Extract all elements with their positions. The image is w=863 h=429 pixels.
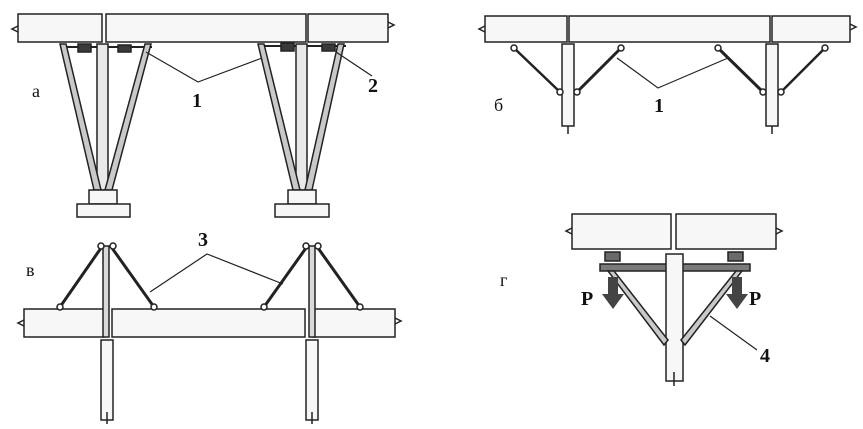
strut — [606, 270, 669, 347]
break-mark — [16, 319, 25, 327]
brace — [110, 247, 156, 308]
wedge-block — [280, 42, 295, 52]
break-mark — [387, 21, 396, 29]
break-mark — [849, 23, 858, 31]
callout-4: 4 — [760, 345, 770, 367]
leader-4 — [709, 315, 758, 351]
strut — [104, 43, 152, 191]
wedge-block — [117, 44, 132, 53]
post — [765, 43, 779, 127]
post — [665, 253, 684, 382]
beam-middle — [568, 15, 771, 43]
beam-left — [23, 308, 105, 338]
brace — [316, 247, 362, 308]
load-arrow — [726, 277, 748, 309]
brace — [716, 46, 765, 94]
callout-2: 2 — [368, 75, 378, 97]
panel-letter-a: а — [32, 81, 40, 101]
load-arrow — [602, 277, 624, 309]
break-mark — [477, 25, 486, 33]
brace — [58, 247, 103, 308]
leader-3 — [149, 253, 284, 293]
footing-cap — [287, 189, 317, 205]
beam-left — [571, 213, 672, 250]
panel-letter-b: б — [494, 95, 503, 115]
post — [561, 43, 575, 127]
leader-2 — [335, 51, 373, 77]
wedge-block — [604, 251, 621, 262]
brace — [513, 47, 561, 93]
support-a-right — [257, 42, 346, 218]
beam-middle — [111, 308, 306, 338]
panel-b — [477, 15, 858, 134]
panel-a — [10, 13, 396, 218]
brace — [262, 247, 308, 308]
panel-g — [564, 213, 784, 386]
brace — [575, 46, 623, 94]
break-mark — [775, 227, 784, 235]
callout-1: 1 — [654, 95, 664, 117]
panel-letter-v: в — [26, 260, 35, 280]
break-mark — [394, 317, 403, 325]
beam-right — [771, 15, 851, 43]
footing — [274, 203, 330, 218]
beam-right — [312, 308, 396, 338]
brace — [780, 47, 826, 93]
post — [96, 43, 109, 191]
strut — [680, 270, 744, 347]
footing — [76, 203, 131, 218]
callout-3: 3 — [198, 229, 208, 251]
leader-1 — [616, 57, 729, 89]
break-mark — [10, 25, 19, 33]
leader-1 — [145, 51, 263, 83]
break-mark — [564, 227, 573, 235]
beam-left — [484, 15, 568, 43]
load-label: P — [581, 288, 593, 310]
panel-letter-g: г — [500, 270, 507, 290]
post — [308, 245, 316, 338]
post-lower — [100, 339, 114, 421]
beam-right — [675, 213, 777, 250]
beam-right — [307, 13, 389, 43]
post-lower — [305, 339, 319, 421]
post — [102, 245, 110, 338]
support-a-left — [59, 43, 152, 218]
footing-cap — [88, 189, 118, 205]
beam-left — [17, 13, 103, 43]
wedge-block — [727, 251, 744, 262]
panel-v — [16, 242, 403, 424]
strut — [257, 43, 301, 191]
wedge-block — [321, 43, 336, 52]
callout-1: 1 — [192, 90, 202, 112]
strut — [59, 43, 102, 191]
post — [295, 43, 308, 191]
strut — [304, 43, 345, 191]
wedge-block — [77, 43, 92, 53]
beam-middle — [105, 13, 307, 43]
load-label: P — [749, 288, 761, 310]
